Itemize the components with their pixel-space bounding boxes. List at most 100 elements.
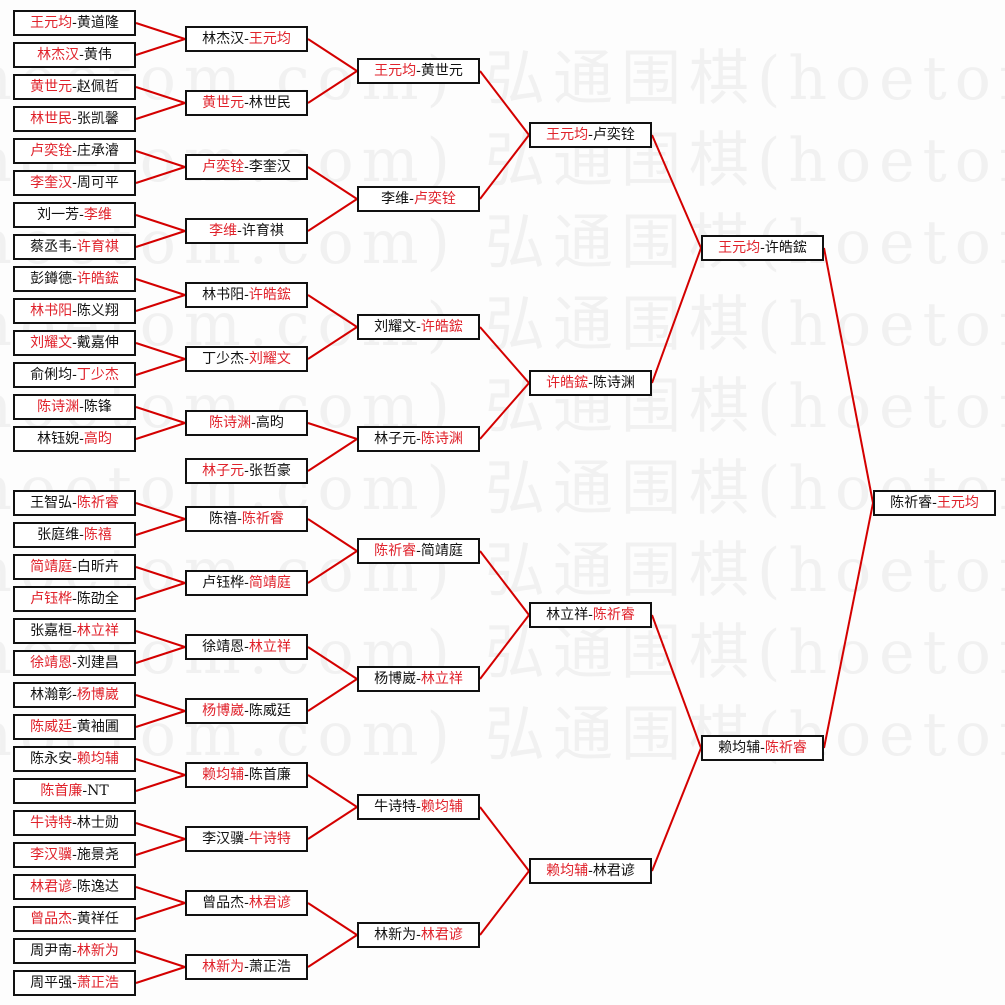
- separator: -: [244, 351, 249, 367]
- separator: -: [237, 511, 242, 527]
- match-box: 王元均-黄道隆: [13, 10, 136, 36]
- match-box: 李汉骥-施景尧: [13, 842, 136, 868]
- winner-name: 林君谚: [420, 927, 463, 943]
- connector-line: [307, 774, 358, 808]
- loser-name: 徐靖恩: [202, 639, 245, 655]
- match-box: 彭鐏德-许皓鋐: [13, 266, 136, 292]
- loser-name: 林书阳: [202, 287, 245, 303]
- match-box: 赖均辅-陈首廉: [185, 762, 308, 788]
- separator: -: [72, 271, 77, 287]
- connector-line: [135, 214, 186, 232]
- separator: -: [237, 223, 242, 239]
- match-box: 王元均-黄世元: [357, 58, 480, 84]
- loser-name: 白昕卉: [76, 559, 119, 575]
- winner-name: 李奎汉: [30, 175, 73, 191]
- loser-name: 周平强: [30, 975, 73, 991]
- match-box: 徐靖恩-刘建昌: [13, 650, 136, 676]
- connector-line: [479, 806, 530, 872]
- match-box: 林杰汉-王元均: [185, 26, 308, 52]
- match-box: 曾品杰-林君谚: [185, 890, 308, 916]
- separator: -: [72, 911, 77, 927]
- winner-name: 曾品杰: [30, 911, 73, 927]
- match-box: 陈诗渊-高昀: [185, 410, 308, 436]
- winner-name: 简靖庭: [248, 575, 291, 591]
- match-box: 张嘉桓-林立祥: [13, 618, 136, 644]
- separator: -: [588, 863, 593, 879]
- match-box: 林钰婗-高昀: [13, 426, 136, 452]
- match-box: 杨博崴-林立祥: [357, 666, 480, 692]
- separator: -: [588, 375, 593, 391]
- loser-name: 林士勋: [76, 815, 119, 831]
- loser-name: 李维: [381, 191, 410, 207]
- separator: -: [72, 303, 77, 319]
- loser-name: 林钰婗: [37, 431, 80, 447]
- connector-line: [135, 630, 186, 648]
- connector-line: [135, 886, 186, 904]
- match-box: 林子元-张哲豪: [185, 458, 308, 484]
- loser-name: 刘建昌: [76, 655, 119, 671]
- loser-name: 赵佩哲: [76, 79, 119, 95]
- loser-name: 陈劭全: [76, 591, 119, 607]
- connector-line: [135, 710, 186, 728]
- loser-name: 庄承濬: [76, 143, 119, 159]
- match-box: 李汉骥-牛诗特: [185, 826, 308, 852]
- connector-line: [135, 294, 186, 312]
- match-box: 徐靖恩-林立祥: [185, 634, 308, 660]
- loser-name: 黄伟: [83, 47, 112, 63]
- connector-line: [651, 747, 702, 872]
- winner-name: 许皓鋐: [546, 375, 589, 391]
- match-box: 周尹南-林新为: [13, 938, 136, 964]
- connector-line: [479, 134, 530, 200]
- winner-name: 林新为: [76, 943, 119, 959]
- winner-name: 林立祥: [420, 671, 463, 687]
- match-box: 刘耀文-戴嘉伸: [13, 330, 136, 356]
- connector-line: [307, 70, 358, 104]
- connector-line: [479, 326, 530, 384]
- winner-name: 陈威廷: [30, 719, 73, 735]
- connector-line: [307, 934, 358, 968]
- connector-line: [135, 422, 186, 440]
- separator: -: [72, 815, 77, 831]
- winner-name: 黄世元: [202, 95, 245, 111]
- winner-name: 卢奕铨: [30, 143, 73, 159]
- connector-line: [135, 342, 186, 360]
- connector-line: [135, 22, 186, 40]
- match-box: 陈首廉-NT: [13, 778, 136, 804]
- winner-name: 卢钰桦: [30, 591, 73, 607]
- match-box: 曾品杰-黄祥任: [13, 906, 136, 932]
- loser-name: 许皓鋐: [764, 240, 807, 256]
- separator: -: [72, 655, 77, 671]
- connector-line: [135, 406, 186, 424]
- winner-name: 陈祈睿: [374, 543, 417, 559]
- match-box: 丁少杰-刘耀文: [185, 346, 308, 372]
- loser-name: 许育祺: [241, 223, 284, 239]
- connector-line: [135, 166, 186, 184]
- connector-line: [307, 678, 358, 712]
- connector-line: [823, 502, 874, 749]
- winner-name: 王元均: [248, 31, 291, 47]
- loser-name: 林世民: [248, 95, 291, 111]
- loser-name: 陈威廷: [248, 703, 291, 719]
- separator: -: [72, 879, 77, 895]
- winner-name: 林世民: [30, 111, 73, 127]
- separator: -: [760, 740, 765, 756]
- match-box: 王智弘-陈祈睿: [13, 490, 136, 516]
- match-box: 林世民-张凯馨: [13, 106, 136, 132]
- winner-name: 萧正浩: [76, 975, 119, 991]
- match-box: 俞俐均-丁少杰: [13, 362, 136, 388]
- winner-name: 徐靖恩: [30, 655, 73, 671]
- match-box: 赖均辅-陈祈睿: [701, 735, 824, 761]
- separator: -: [244, 287, 249, 303]
- separator: -: [79, 399, 84, 415]
- loser-name: 卢钰桦: [202, 575, 245, 591]
- separator: -: [72, 591, 77, 607]
- separator: -: [416, 319, 421, 335]
- separator: -: [72, 111, 77, 127]
- winner-name: 刘耀文: [248, 351, 291, 367]
- loser-name: 陈锋: [83, 399, 112, 415]
- winner-name: 高昀: [83, 431, 112, 447]
- winner-name: 林君谚: [30, 879, 73, 895]
- match-box: 林书阳-陈义翔: [13, 298, 136, 324]
- connector-line: [135, 774, 186, 792]
- loser-name: 黄道隆: [76, 15, 119, 31]
